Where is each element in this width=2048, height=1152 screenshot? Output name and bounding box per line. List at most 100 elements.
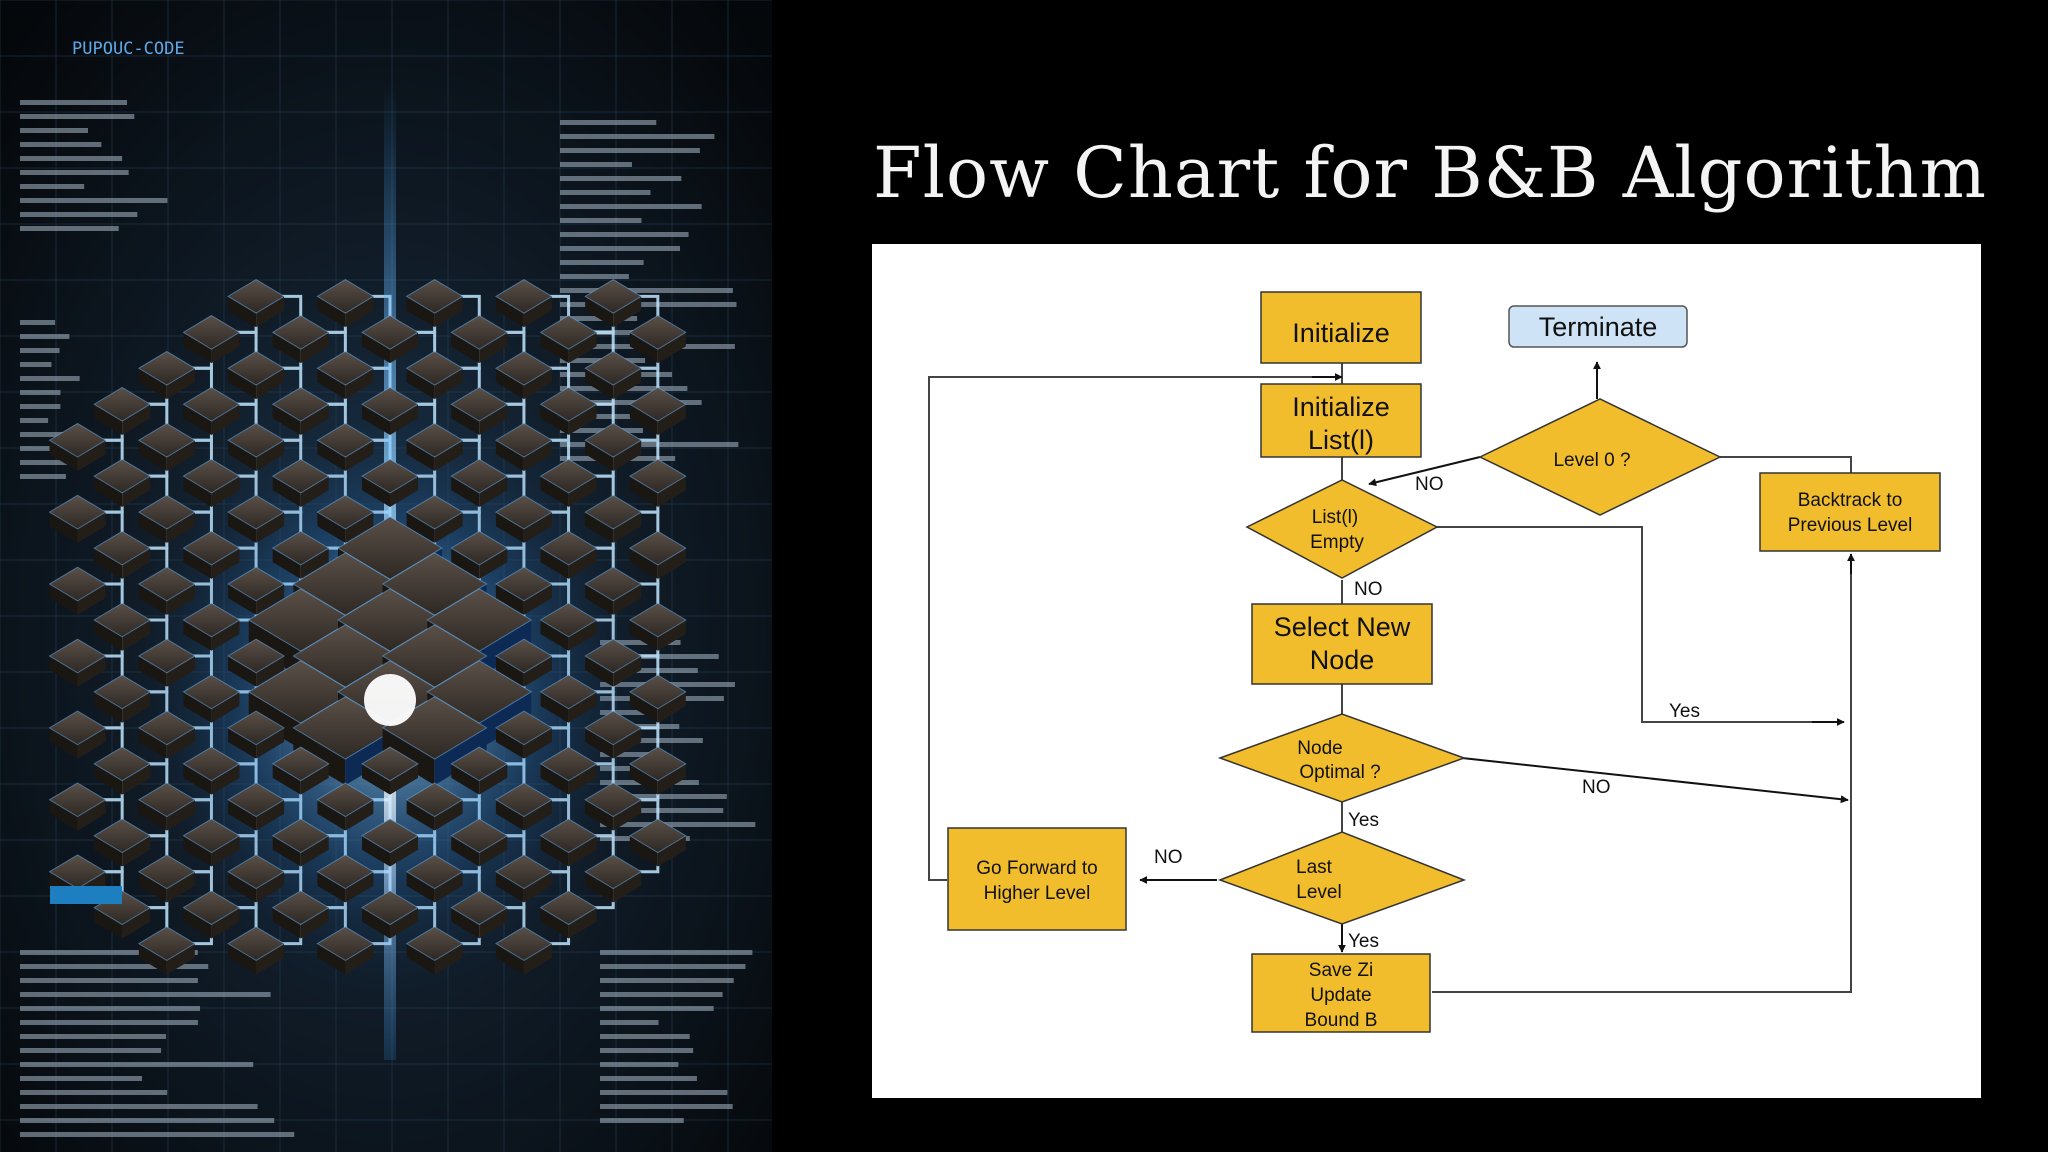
cube-node	[584, 566, 643, 615]
pseudo-code-line	[20, 334, 70, 339]
node-go-forward	[947, 827, 1127, 931]
pseudo-code-line	[20, 226, 119, 231]
node-backtrack-line1: Backtrack to	[1798, 490, 1903, 511]
cube-node	[584, 710, 643, 759]
pseudo-code-line	[600, 738, 703, 743]
cube-node	[361, 746, 419, 795]
pseudo-code-line	[560, 190, 651, 195]
edge-label-yes-last: Yes	[1348, 931, 1379, 952]
cube-node	[227, 350, 286, 400]
node-optimal-line2: Optimal ?	[1299, 762, 1380, 783]
cube-node	[405, 422, 464, 471]
pseudo-code-line	[20, 978, 198, 983]
cube-node	[450, 386, 509, 436]
edge-save-to-backtrack	[1432, 554, 1852, 993]
cube-node	[584, 494, 643, 543]
cube-node	[494, 854, 553, 903]
cube-node	[494, 710, 553, 759]
node-initialize-label: Initialize	[1292, 318, 1390, 348]
pseudo-code-line	[560, 400, 702, 405]
pseudo-code-line	[20, 1034, 167, 1039]
pseudo-code-line	[600, 950, 753, 955]
cube-node	[494, 926, 553, 975]
cube-node	[405, 782, 464, 831]
node-terminate	[1508, 305, 1688, 348]
pseudo-code-line	[560, 442, 739, 447]
edge-label-no-optimal: NO	[1582, 777, 1611, 798]
cube-node	[137, 350, 196, 400]
cube-node	[137, 854, 196, 903]
pseudo-code-line	[560, 316, 638, 321]
cube-node	[361, 458, 419, 507]
node-forward-line1: Go Forward to	[976, 858, 1097, 879]
cube-node	[93, 386, 152, 436]
art-header-text: PUPOUC-CODE	[72, 39, 185, 59]
edge-listempty-yes	[1434, 526, 1844, 723]
pseudo-code-line	[20, 320, 56, 325]
node-last-line2: Level	[1296, 882, 1341, 903]
edge-forward-loop	[928, 376, 1342, 881]
node-list-empty-decision	[1245, 479, 1439, 579]
network-art-svg: PUPOUC-CODE	[0, 0, 772, 1152]
node-initialize	[1260, 291, 1422, 364]
cube-node	[271, 818, 330, 867]
cube-node	[450, 746, 509, 795]
cube-node	[628, 530, 687, 579]
cube-node	[182, 818, 241, 867]
cube-node	[584, 638, 643, 687]
node-list-empty-line1: List(l)	[1312, 507, 1358, 528]
pseudo-code-line	[600, 1118, 684, 1123]
cube-node	[584, 350, 643, 400]
pseudo-code-line	[600, 794, 727, 799]
cube-node	[227, 422, 286, 471]
cube-node	[227, 782, 286, 831]
cube-node	[227, 638, 286, 687]
cube-node	[539, 818, 598, 867]
pseudo-code-line	[20, 1048, 162, 1053]
pseudo-code-line	[20, 212, 138, 217]
pseudo-code-line	[600, 1104, 733, 1109]
pseudo-code-line	[600, 964, 746, 969]
pseudo-code-line	[20, 432, 87, 437]
node-select-line1: Select New	[1274, 612, 1411, 642]
cube-node	[316, 782, 375, 831]
cube-node	[93, 530, 152, 579]
center-flare	[364, 674, 416, 726]
edge-label-no-level0: NO	[1415, 474, 1444, 495]
pseudo-code-line	[560, 260, 644, 265]
pseudo-code-line	[600, 1062, 679, 1067]
node-save-line3: Bound B	[1305, 1010, 1378, 1031]
pseudo-code-line	[600, 1020, 659, 1025]
cube-node	[271, 386, 330, 436]
pseudo-code-line	[20, 1006, 201, 1011]
node-select-new-node	[1251, 603, 1433, 685]
pseudo-code-line	[20, 418, 49, 423]
pseudo-code-line	[560, 302, 737, 307]
cube-node	[182, 458, 241, 507]
cube-node	[316, 350, 375, 400]
art-label-badge	[50, 886, 122, 904]
cube-node	[316, 494, 375, 543]
cube-node	[182, 890, 241, 939]
flowchart-connectors	[928, 361, 1855, 993]
cube-node	[227, 566, 286, 615]
cube-node	[405, 350, 464, 400]
cube-node	[48, 638, 107, 687]
flowchart-svg: Initialize Terminate Initialize List(l) …	[928, 291, 1941, 1033]
pseudo-code-line	[560, 148, 700, 153]
cube-node	[182, 746, 241, 795]
pseudo-code-line	[20, 198, 168, 203]
cube-node	[584, 854, 643, 903]
pseudo-code-line	[20, 170, 129, 175]
pseudo-code-line	[560, 414, 656, 419]
pseudo-code-line	[560, 134, 715, 139]
cube-node	[361, 314, 419, 364]
pseudo-code-line	[600, 1076, 697, 1081]
cube-node	[584, 278, 643, 328]
pseudo-code-line	[560, 120, 657, 125]
cube-node	[48, 494, 107, 543]
pseudo-code-line	[20, 1104, 258, 1109]
pseudo-code-line	[20, 376, 80, 381]
flowchart-edge-labels: NO NO Yes NO Yes NO Yes	[1154, 474, 1700, 952]
